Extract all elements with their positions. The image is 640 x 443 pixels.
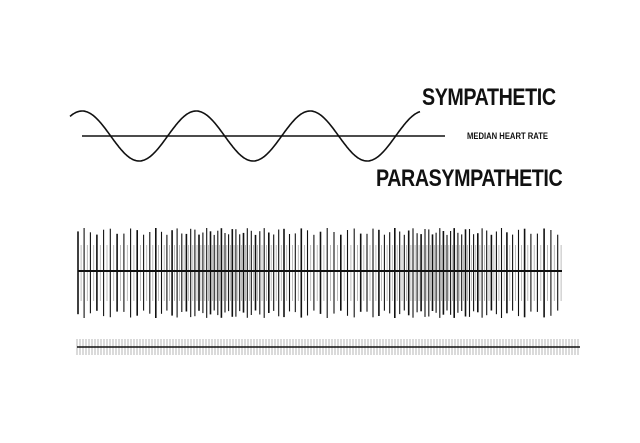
heart-rate-oscillation-wave [69,110,421,162]
sympathetic-label: SYMPATHETIC [422,84,556,111]
median-heart-rate-label: MEDIAN HEART RATE [467,131,549,141]
steady-heart-rate-strip [76,339,580,355]
variable-heart-rate-strip [77,228,562,318]
parasympathetic-label: PARASYMPATHETIC [376,165,563,192]
